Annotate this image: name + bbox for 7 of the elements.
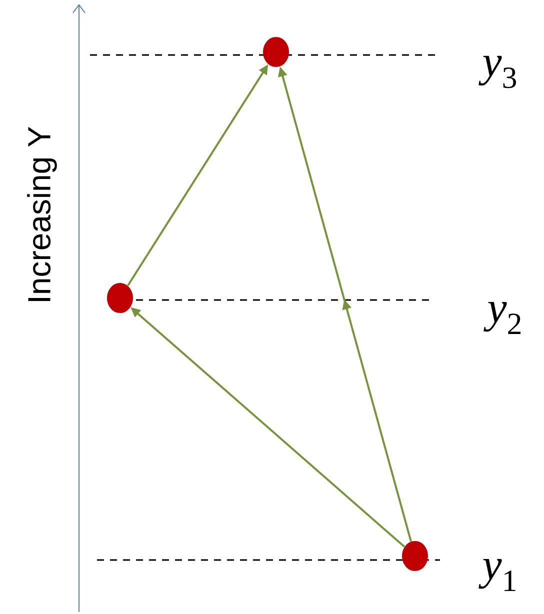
- level-label: y$_{2}$: [484, 302, 521, 334]
- axis-label: Increasing Y: [27, 126, 57, 301]
- point-dot: [107, 283, 133, 313]
- point-dot: [402, 541, 428, 571]
- point-dot: [263, 37, 289, 67]
- level-label: y$_{3}$: [478, 56, 516, 88]
- level-label: y$_{1}$: [478, 559, 516, 591]
